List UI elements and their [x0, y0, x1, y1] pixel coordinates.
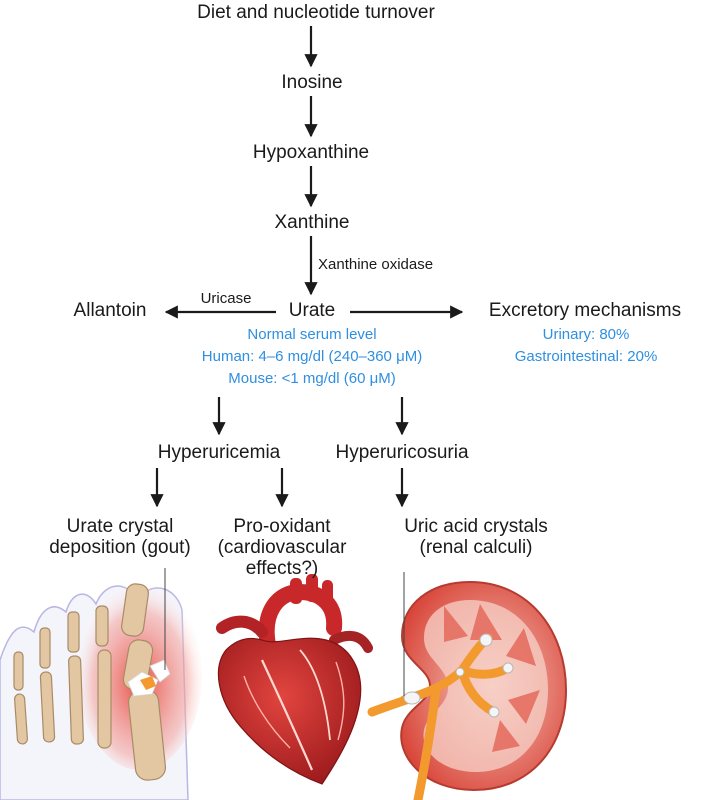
kidney-illustration — [367, 572, 568, 800]
hyperuricemia-label: Hyperuricemia — [157, 442, 281, 463]
serum-human-value: Human: 4–6 mg/dl (240–360 μM) — [201, 348, 423, 365]
gout-line-1: Urate crystal — [66, 516, 174, 537]
xanthine-oxidase-label: Xanthine oxidase — [318, 256, 434, 273]
uric-acid-line-2: (renal calculi) — [419, 537, 533, 558]
serum-level-heading: Normal serum level — [247, 326, 377, 343]
hypoxanthine-label: Hypoxanthine — [252, 142, 370, 163]
pro-oxidant-line-3: effects?) — [245, 558, 319, 579]
uric-acid-line-1: Uric acid crystals — [404, 516, 548, 537]
hyperuricosuria-label: Hyperuricosuria — [335, 442, 469, 463]
gastrointestinal-excretion: Gastrointestinal: 20% — [514, 348, 658, 365]
excretory-mechanisms-label: Excretory mechanisms — [488, 300, 682, 321]
pro-oxidant-line-1: Pro-oxidant — [233, 516, 331, 537]
uricase-label: Uricase — [200, 290, 252, 307]
heart-illustration — [216, 574, 373, 785]
diet-label: Diet and nucleotide turnover — [197, 2, 435, 23]
urate-label: Urate — [288, 300, 336, 321]
uric-acid-crystals-label: Uric acid crystals(renal calculi) — [404, 516, 548, 558]
gout-line-2: deposition (gout) — [49, 537, 191, 558]
serum-mouse-value: Mouse: <1 mg/dl (60 μM) — [228, 370, 396, 387]
urinary-excretion: Urinary: 80% — [542, 326, 630, 343]
foot-bones-illustration — [0, 568, 202, 800]
allantoin-label: Allantoin — [73, 300, 147, 321]
xanthine-label: Xanthine — [274, 212, 350, 233]
inosine-label: Inosine — [281, 72, 343, 93]
pro-oxidant-line-2: (cardiovascular — [217, 537, 347, 558]
